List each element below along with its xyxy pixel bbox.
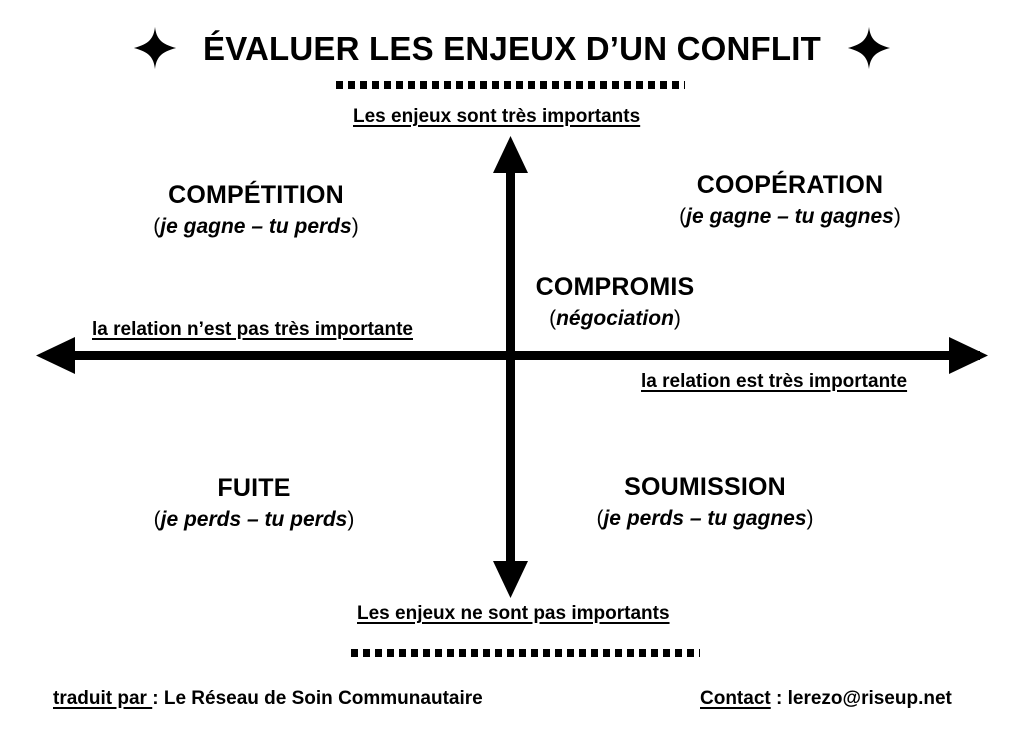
four-pointed-star-icon-right — [847, 26, 891, 70]
quadrant-fuite: FUITE (je perds – tu perds) — [54, 473, 454, 532]
quadrant-cooperation-heading: COOPÉRATION — [696, 171, 884, 199]
translator-credit: traduit par : Le Réseau de Soin Communau… — [53, 688, 483, 710]
arrowhead-right — [949, 337, 988, 374]
translator-value: Le Réseau de Soin Communautaire — [163, 688, 483, 709]
quadrant-competition: COMPÉTITION (je gagne – tu perds) — [56, 180, 456, 239]
paren-close: ) — [806, 506, 814, 530]
translator-separator: : — [152, 688, 164, 709]
contact-label: Contact — [700, 688, 771, 709]
contact-email[interactable]: lerezo@riseup.net — [787, 688, 952, 709]
translator-label: traduit par — [53, 688, 153, 709]
quadrant-compromis-heading: COMPROMIS — [535, 273, 695, 301]
paren-open: ( — [679, 204, 687, 228]
paren-close: ) — [673, 306, 681, 330]
quadrant-fuite-outcome: je perds – tu perds — [160, 507, 348, 531]
paren-open: ( — [153, 214, 161, 238]
page-title: ÉVALUER LES ENJEUX D’UN CONFLIT — [203, 29, 821, 67]
axis-label-stakes-low: Les enjeux ne sont pas importants — [357, 603, 670, 624]
paren-close: ) — [351, 214, 359, 238]
dotted-divider-bottom — [351, 649, 700, 657]
quadrant-competition-heading: COMPÉTITION — [168, 181, 344, 209]
quadrant-soumission-outcome: je perds – tu gagnes — [603, 506, 807, 530]
horizontal-axis-shaft — [60, 351, 980, 360]
contact-separator: : — [770, 688, 788, 709]
quadrant-compromis: COMPROMIS (négociation) — [415, 272, 815, 331]
arrowhead-down — [493, 561, 528, 598]
quadrant-cooperation-subtitle: (je gagne – tu gagnes) — [590, 204, 990, 230]
paren-open: ( — [153, 507, 161, 531]
axis-label-stakes-high: Les enjeux sont très importants — [353, 106, 641, 127]
quadrant-cooperation-outcome: je gagne – tu gagnes — [686, 204, 894, 228]
paren-close: ) — [347, 507, 355, 531]
quadrant-soumission-heading: SOUMISSION — [624, 473, 786, 501]
quadrant-competition-subtitle: (je gagne – tu perds) — [56, 214, 456, 240]
paren-close: ) — [893, 204, 901, 228]
quadrant-fuite-heading: FUITE — [217, 474, 291, 502]
four-pointed-star-icon-left — [133, 26, 177, 70]
dotted-divider-top — [336, 81, 685, 89]
title-row: ÉVALUER LES ENJEUX D’UN CONFLIT — [0, 26, 1024, 70]
arrowhead-up — [493, 136, 528, 173]
axis-label-relation-high: la relation est très importante — [641, 371, 908, 392]
quadrant-soumission: SOUMISSION (je perds – tu gagnes) — [505, 472, 905, 531]
axis-label-relation-low: la relation n’est pas très importante — [92, 319, 413, 340]
arrowhead-left — [36, 337, 75, 374]
quadrant-soumission-subtitle: (je perds – tu gagnes) — [505, 506, 905, 532]
quadrant-cooperation: COOPÉRATION (je gagne – tu gagnes) — [590, 170, 990, 229]
quadrant-fuite-subtitle: (je perds – tu perds) — [54, 507, 454, 533]
quadrant-compromis-subtitle: (négociation) — [415, 306, 815, 332]
paren-open: ( — [549, 306, 557, 330]
paren-open: ( — [596, 506, 604, 530]
contact-credit: Contact : lerezo@riseup.net — [700, 688, 952, 710]
quadrant-competition-outcome: je gagne – tu perds — [160, 214, 352, 238]
quadrant-compromis-outcome: négociation — [556, 306, 674, 330]
